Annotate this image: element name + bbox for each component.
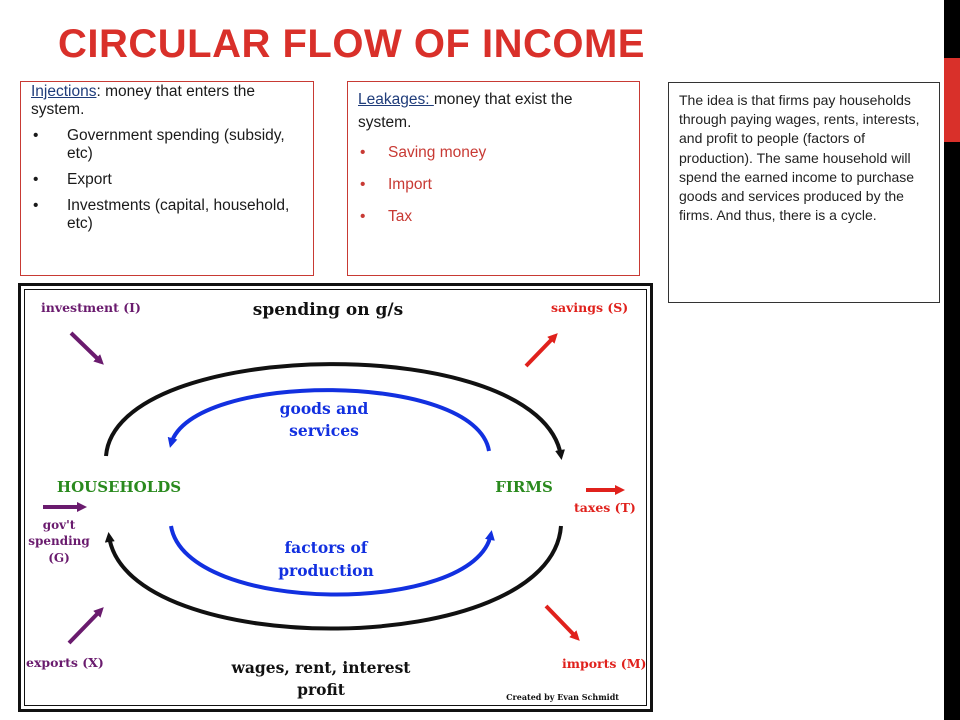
injections-item: Government spending (subsidy, etc) <box>31 127 305 163</box>
leakages-term: Leakages: <box>358 91 434 108</box>
injections-definition: Injections: money that enters the system… <box>31 83 305 119</box>
savings-arrow <box>524 333 558 368</box>
leakages-list: Saving money Import Tax <box>358 144 629 226</box>
factors-flow-arrow <box>169 525 495 597</box>
goods-label-1: goods and <box>280 399 369 418</box>
households-label: HOUSEHOLDS <box>57 478 181 496</box>
right-accent-red <box>944 58 960 142</box>
leakages-definition-text: money that exist the system. <box>358 91 573 131</box>
injections-item: Investments (capital, household, etc) <box>31 197 305 233</box>
taxes-label: taxes (T) <box>574 500 636 515</box>
investment-label: investment (I) <box>41 300 141 315</box>
injections-item: Export <box>31 171 305 189</box>
leakages-box: Leakages: money that exist the system. S… <box>347 81 640 276</box>
exports-label: exports (X) <box>26 655 104 670</box>
wages-label-2: profit <box>297 680 346 699</box>
credit-label: Created by Evan Schmidt <box>506 692 619 702</box>
circular-flow-diagram: spending on g/s goods and services HOUSE… <box>18 283 653 712</box>
spending-label: spending on g/s <box>253 300 403 320</box>
injections-term: Injections <box>31 83 97 100</box>
factors-label-2: production <box>278 561 374 580</box>
goods-flow-arrow <box>167 388 491 452</box>
investment-arrow <box>69 331 104 365</box>
leakages-definition: Leakages: money that exist the system. <box>358 88 629 134</box>
savings-label: savings (S) <box>551 300 628 315</box>
leakages-item: Tax <box>358 208 629 226</box>
right-accent-bar <box>944 0 960 720</box>
goods-label-2: services <box>289 421 359 440</box>
injections-list: Government spending (subsidy, etc) Expor… <box>31 127 305 233</box>
injections-definition-text: : money that enters the system. <box>31 83 256 118</box>
govt-label-2: spending <box>28 534 90 548</box>
imports-arrow <box>544 604 580 641</box>
imports-label: imports (M) <box>562 656 646 671</box>
injections-box: Injections: money that enters the system… <box>20 81 314 276</box>
income-flow-arrow <box>104 525 563 631</box>
slide-title: CIRCULAR FLOW OF INCOME <box>58 22 645 66</box>
explanation-box: The idea is that firms pay households th… <box>668 82 940 303</box>
firms-label: FIRMS <box>495 478 553 496</box>
diagram-canvas: spending on g/s goods and services HOUSE… <box>26 300 646 702</box>
explanation-text: The idea is that firms pay households th… <box>679 92 920 224</box>
wages-label-1: wages, rent, interest <box>231 658 412 677</box>
govt-label-3: (G) <box>48 551 70 565</box>
leakages-item: Saving money <box>358 144 629 162</box>
leakages-item: Import <box>358 176 629 194</box>
spending-flow-arrow <box>104 362 565 460</box>
govt-label-1: gov't <box>43 518 76 532</box>
factors-label-1: factors of <box>285 538 369 557</box>
exports-arrow <box>67 607 104 645</box>
